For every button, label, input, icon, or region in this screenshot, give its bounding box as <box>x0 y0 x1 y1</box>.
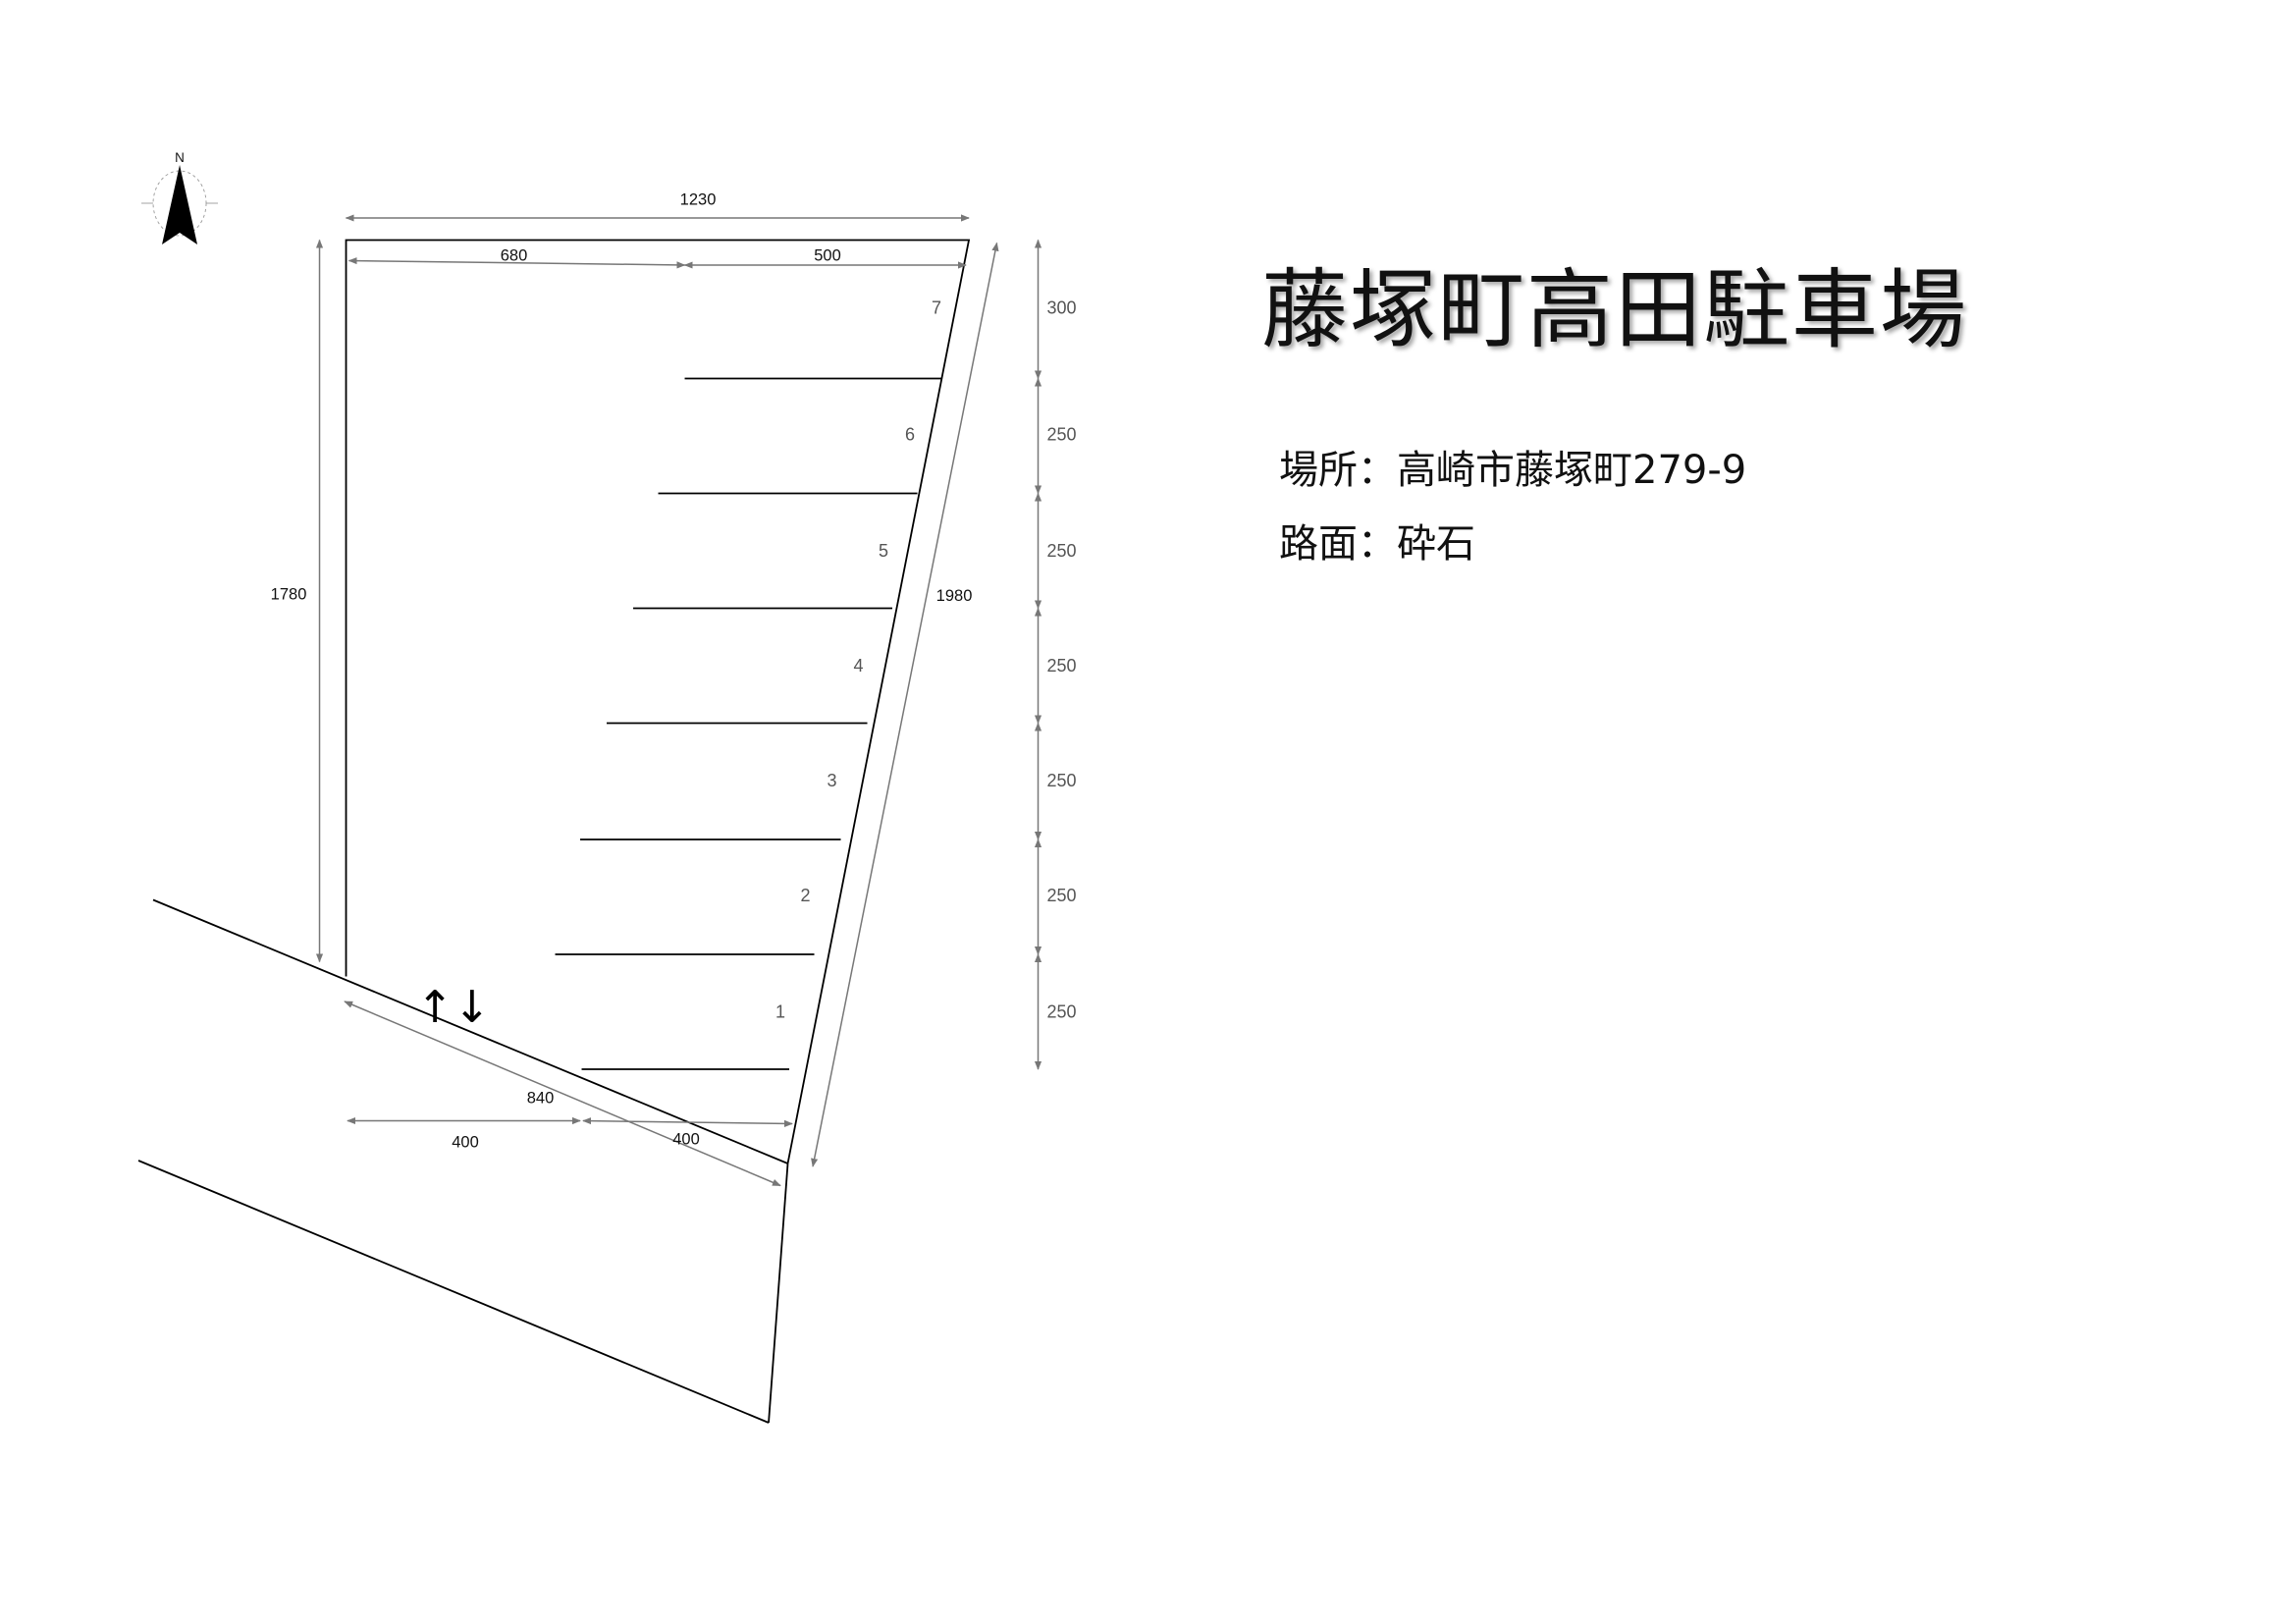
dim-top-total: 1230 <box>680 191 717 209</box>
lot-boundary <box>137 239 971 1424</box>
stall-number: 2 <box>801 886 811 905</box>
dim-right-side: 1980 <box>936 587 973 605</box>
dim-stall-depth: 250 <box>1047 425 1077 445</box>
dim-bottom-right: 400 <box>672 1131 700 1149</box>
dim-stall-depth: 300 <box>1047 298 1077 318</box>
stall-number: 7 <box>932 298 941 318</box>
page-title: 藤塚町高田駐車場 <box>1261 259 1969 360</box>
dim-stall-depth: 250 <box>1047 541 1077 561</box>
surface-text: 路面：砕石 <box>1279 521 1475 567</box>
stall-number: 4 <box>854 656 864 676</box>
stall-number: 3 <box>828 771 837 790</box>
north-compass-icon: N <box>141 150 219 244</box>
dim-stall-depth: 250 <box>1047 656 1077 676</box>
entrance-arrows-icon: ↑↓ <box>416 981 490 1033</box>
stall-divider-lines <box>555 377 943 1070</box>
dim-front-diagonal: 840 <box>527 1090 555 1108</box>
dim-bottom-left: 400 <box>452 1134 479 1152</box>
dim-top-right: 500 <box>814 247 841 265</box>
location-text: 場所：高崎市藤塚町279-9 <box>1279 448 1747 493</box>
compass-north-label: N <box>175 150 185 165</box>
stall-number: 1 <box>775 1002 785 1022</box>
dim-left-side: 1780 <box>271 586 307 604</box>
dim-stall-depth: 250 <box>1047 886 1077 905</box>
dim-stall-depth: 250 <box>1047 1002 1077 1022</box>
dim-stall-depth: 250 <box>1047 771 1077 790</box>
stall-number: 6 <box>905 425 915 445</box>
dimension-arrows <box>315 214 1042 1187</box>
stall-number: 5 <box>879 541 888 561</box>
dim-top-left: 680 <box>501 247 528 265</box>
